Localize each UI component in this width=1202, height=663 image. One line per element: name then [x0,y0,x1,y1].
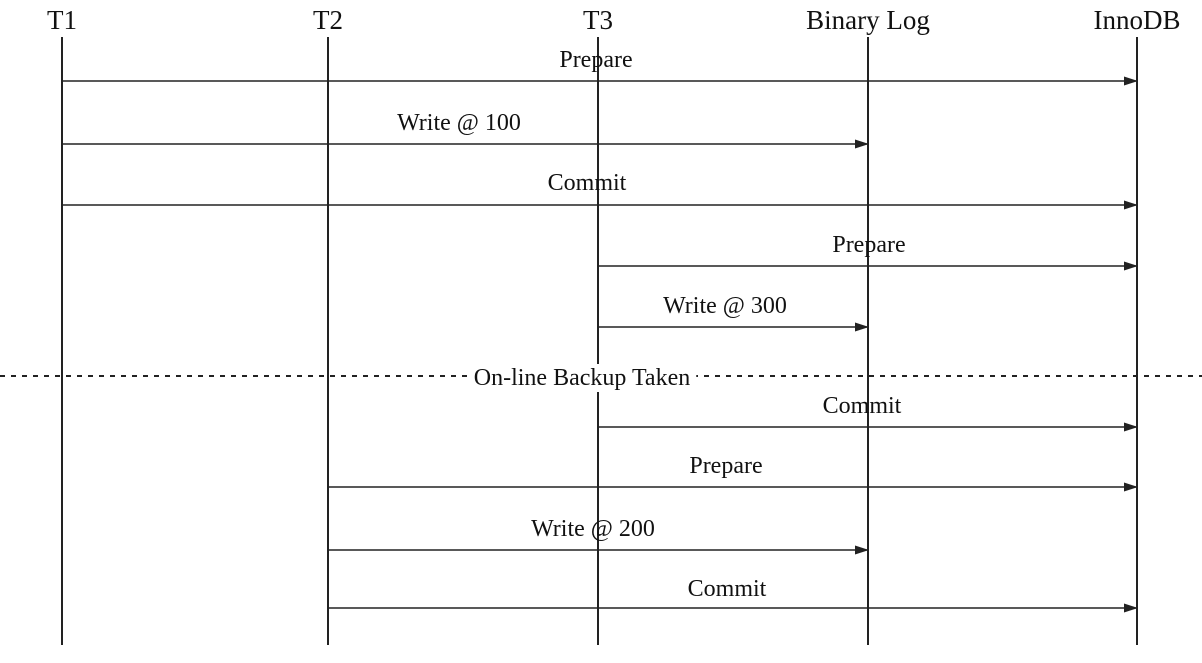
participant-t1: T1 [47,5,77,35]
message-arrow: Write @ 200 [328,516,869,555]
message-label: Prepare [559,47,632,73]
message-arrow: Write @ 300 [598,293,869,332]
message-arrow: Prepare [62,47,1138,86]
message-label: Prepare [832,232,905,258]
message-label: Commit [823,393,902,419]
message-arrow: Prepare [328,453,1138,492]
message-label: Write @ 100 [397,110,521,136]
participant-t3: T3 [583,5,613,35]
message-arrow: Write @ 100 [62,110,869,149]
backup-separator-label: On-line Backup Taken [474,365,690,391]
message-label: Write @ 300 [663,293,787,319]
message-arrow: Commit [62,170,1138,210]
message-label: Write @ 200 [531,516,655,542]
backup-label-background [467,364,697,392]
message-arrow: Commit [598,393,1138,432]
message-arrow: Prepare [598,232,1138,271]
message-label: Commit [688,576,767,602]
participant-t2: T2 [313,5,343,35]
participant-innodb: InnoDB [1094,5,1181,35]
backup-separator: On-line Backup Taken [0,364,1202,392]
message-label: Prepare [689,453,762,479]
participant-binary-log: Binary Log [806,5,930,35]
message-arrow: Commit [328,576,1138,613]
message-label: Commit [548,170,627,196]
